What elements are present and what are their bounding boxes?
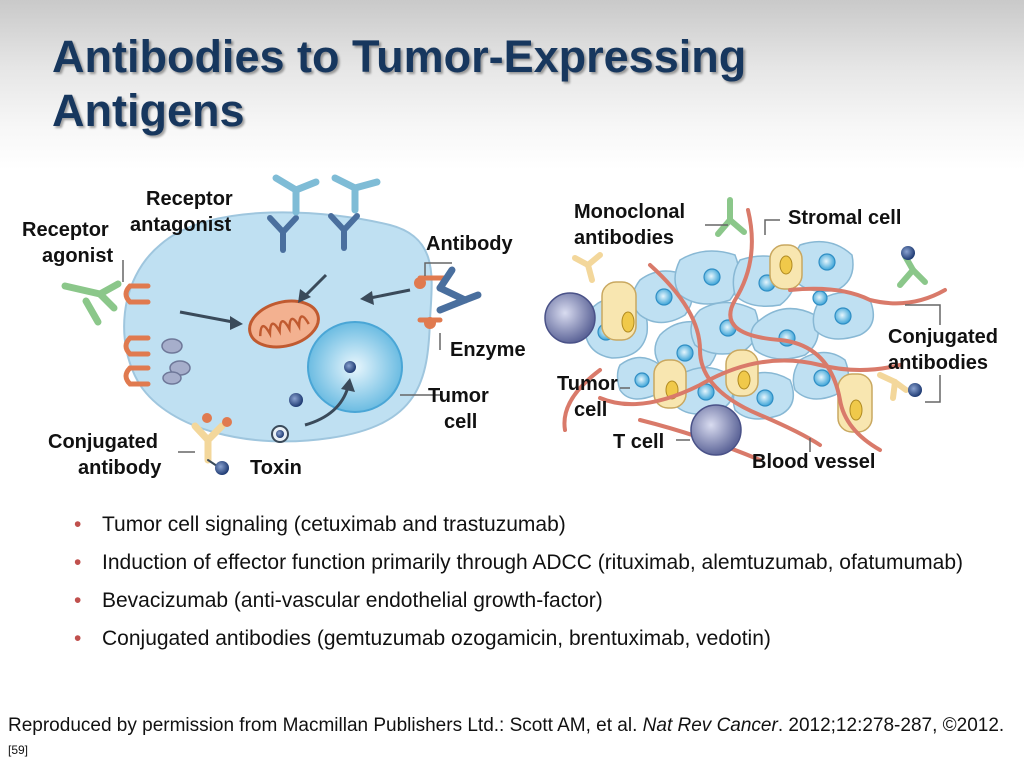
label-right-tumor-cell-1: Tumor	[557, 373, 618, 395]
mitochondrion	[248, 299, 320, 349]
label-receptor-antagonist-1: Receptor	[146, 188, 233, 210]
receptor-agonist-antibody	[61, 280, 122, 326]
bullet-item-1: Tumor cell signaling (cetuximab and tras…	[74, 511, 974, 539]
label-receptor-agonist-2: agonist	[42, 245, 113, 267]
citation-text-1: Reproduced by permission from Macmillan …	[8, 715, 643, 736]
citation-reference: [59]	[8, 743, 29, 757]
slide-title-line-2: Antigens	[52, 85, 245, 136]
bullet-item-4: Conjugated antibodies (gemtuzumab ozogam…	[74, 625, 974, 653]
tumor-cell-nuclei	[597, 253, 852, 407]
label-receptor-antagonist-2: antagonist	[130, 214, 231, 236]
citation-text-2: . 2012;12:278-287, ©2012.	[777, 715, 1005, 736]
citation-journal: Nat Rev Cancer	[642, 715, 778, 736]
label-t-cell: T cell	[613, 431, 664, 453]
label-monoclonal-antibodies-2: antibodies	[574, 227, 674, 249]
label-blood-vessel: Blood vessel	[752, 451, 875, 473]
bullet-item-2: Induction of effector function primarily…	[74, 549, 974, 577]
slide-title: Antibodies to Tumor-Expressing Antigens	[52, 30, 992, 138]
citation-footer: Reproduced by permission from Macmillan …	[8, 713, 1008, 768]
bound-antibody-right	[414, 266, 482, 329]
label-antibody: Antibody	[426, 233, 514, 255]
label-toxin: Toxin	[250, 457, 302, 479]
slide-title-line-1: Antibodies to Tumor-Expressing	[52, 31, 747, 82]
label-conjugated-antibodies-2: antibodies	[888, 352, 988, 374]
leader-lines-left	[122, 260, 452, 453]
receptor-antagonist-antibodies	[267, 174, 381, 253]
t-cells	[544, 292, 742, 456]
signal-arrows	[179, 273, 411, 427]
title-bar	[0, 0, 1024, 170]
tumor-cell-diagram	[61, 174, 482, 475]
label-conjugated-antibody-2: antibody	[78, 457, 162, 479]
bullet-item-3: Bevacizumab (anti-vascular endothelial g…	[74, 587, 974, 615]
label-enzyme: Enzyme	[450, 339, 526, 361]
label-right-tumor-cell-2: cell	[574, 399, 607, 421]
bound-ligands	[161, 338, 191, 385]
label-monoclonal-antibodies-1: Monoclonal	[574, 201, 685, 223]
membrane-receptors-left	[123, 283, 151, 387]
label-conjugated-antibody-1: Conjugated	[48, 431, 158, 453]
label-conjugated-antibodies-1: Conjugated	[888, 326, 998, 348]
leader-lines-right	[620, 219, 941, 452]
stromal-nuclei	[621, 255, 863, 421]
free-toxin-dot	[289, 393, 303, 407]
label-tumor-cell-1: Tumor	[428, 385, 489, 407]
label-stromal-cell: Stromal cell	[788, 207, 901, 229]
tumor-microenvironment-diagram	[544, 197, 947, 462]
monoclonal-antibody-shapes	[572, 197, 928, 401]
label-receptor-agonist-1: Receptor	[22, 219, 109, 241]
arrow-heads	[230, 289, 374, 392]
label-tumor-cell-2: cell	[444, 411, 477, 433]
nucleus-toxin-dot	[344, 361, 356, 373]
conjugated-antibody-shape	[191, 413, 232, 475]
bullet-list: Tumor cell signaling (cetuximab and tras…	[74, 511, 974, 663]
antibody-mechanism-diagram: Receptor antagonist Receptor agonist Ant…	[22, 174, 998, 479]
